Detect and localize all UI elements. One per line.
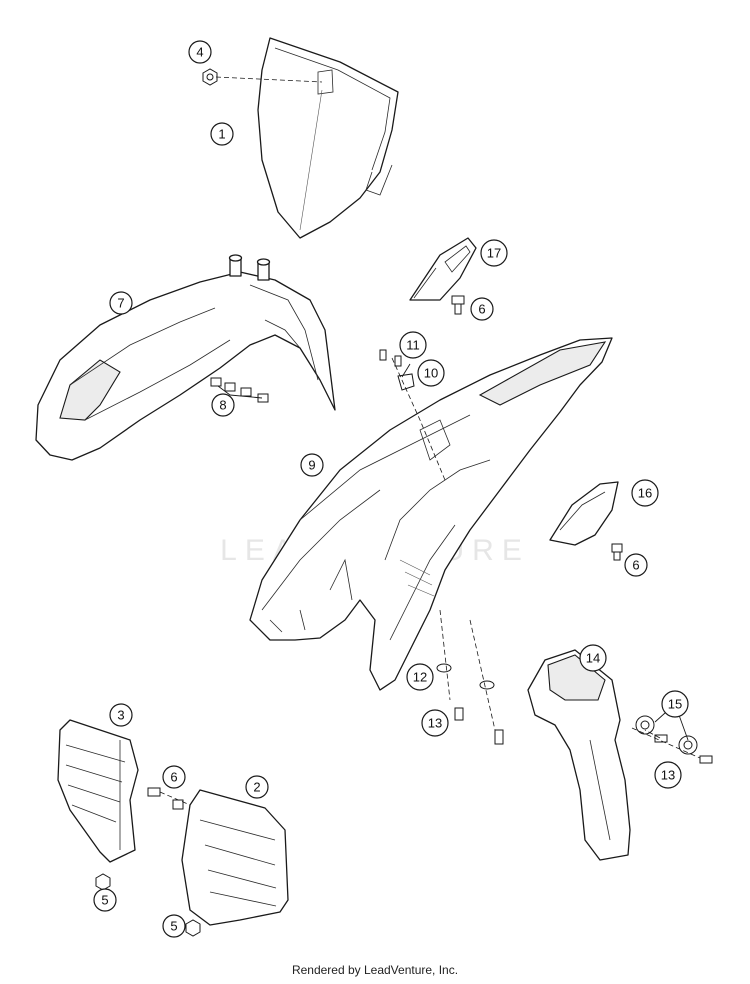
svg-text:14: 14	[586, 651, 600, 666]
svg-text:1: 1	[218, 127, 225, 142]
callout-9[interactable]: 9	[300, 453, 324, 477]
svg-text:4: 4	[196, 45, 203, 60]
callout-2[interactable]: 2	[245, 775, 269, 799]
part-2-radiator-shroud	[181, 789, 289, 926]
part-7-front-fender	[35, 254, 336, 461]
part-9-rear-fender	[249, 337, 613, 691]
svg-text:10: 10	[424, 366, 438, 381]
svg-text:2: 2	[253, 780, 260, 795]
hardware	[95, 68, 713, 937]
callout-5[interactable]: 5	[162, 914, 186, 938]
svg-text:7: 7	[117, 296, 124, 311]
callout-6[interactable]: 6	[470, 297, 494, 321]
callout-4[interactable]: 4	[188, 40, 212, 64]
part-3-radiator-shroud	[57, 719, 139, 863]
callout-6[interactable]: 6	[162, 765, 186, 789]
callout-3[interactable]: 3	[109, 703, 133, 727]
callout-10[interactable]: 10	[417, 359, 445, 387]
callout-14[interactable]: 14	[579, 644, 607, 672]
callout-6[interactable]: 6	[624, 553, 648, 577]
callout-5[interactable]: 5	[93, 888, 117, 912]
footer-credit: Rendered by LeadVenture, Inc.	[291, 963, 459, 977]
svg-text:6: 6	[632, 558, 639, 573]
svg-text:13: 13	[661, 768, 675, 783]
svg-text:5: 5	[170, 919, 177, 934]
part-1-number-plate	[257, 37, 399, 239]
svg-text:16: 16	[638, 486, 652, 501]
callout-1[interactable]: 1	[210, 122, 234, 146]
part-16-side-panel	[549, 481, 619, 546]
svg-text:8: 8	[219, 398, 226, 413]
svg-text:6: 6	[478, 302, 485, 317]
svg-text:13: 13	[428, 716, 442, 731]
svg-text:15: 15	[668, 697, 682, 712]
callout-16[interactable]: 16	[631, 479, 659, 507]
part-14-mud-flap	[527, 649, 631, 861]
svg-text:3: 3	[117, 708, 124, 723]
leader-lines	[159, 76, 701, 806]
callout-11[interactable]: 11	[399, 331, 427, 359]
callout-17[interactable]: 17	[480, 239, 508, 267]
svg-text:6: 6	[170, 770, 177, 785]
svg-text:9: 9	[308, 458, 315, 473]
svg-text:5: 5	[101, 893, 108, 908]
callout-7[interactable]: 7	[109, 291, 133, 315]
svg-text:17: 17	[487, 246, 501, 261]
callout-13[interactable]: 13	[421, 709, 449, 737]
callout-12[interactable]: 12	[406, 663, 434, 691]
part-17-bracket	[409, 237, 477, 301]
callout-15[interactable]: 15	[661, 690, 689, 718]
callout-13[interactable]: 13	[654, 761, 682, 789]
svg-text:12: 12	[413, 670, 427, 685]
callout-8[interactable]: 8	[211, 393, 235, 417]
svg-text:11: 11	[406, 338, 420, 353]
